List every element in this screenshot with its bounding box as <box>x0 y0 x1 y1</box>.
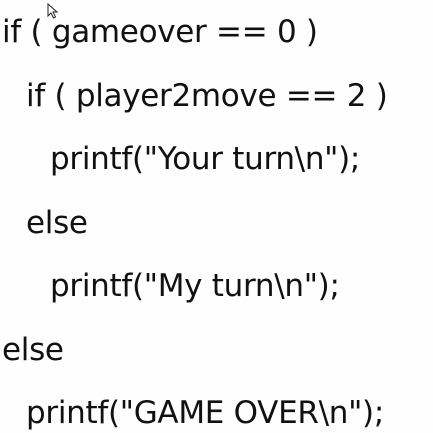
code-line-if-player2move: if ( player2move == 2 ) <box>26 78 388 114</box>
code-line-inner-else: else <box>26 205 88 241</box>
code-line-printf-game-over: printf("GAME OVER\n"); <box>26 395 384 431</box>
code-line-printf-my-turn: printf("My turn\n"); <box>50 268 340 304</box>
code-line-outer-else: else <box>2 332 64 368</box>
code-line-printf-your-turn: printf("Your turn\n"); <box>50 141 361 177</box>
mouse-pointer-icon <box>47 3 59 19</box>
code-line-if-gameover: if ( gameover == 0 ) <box>2 14 318 50</box>
